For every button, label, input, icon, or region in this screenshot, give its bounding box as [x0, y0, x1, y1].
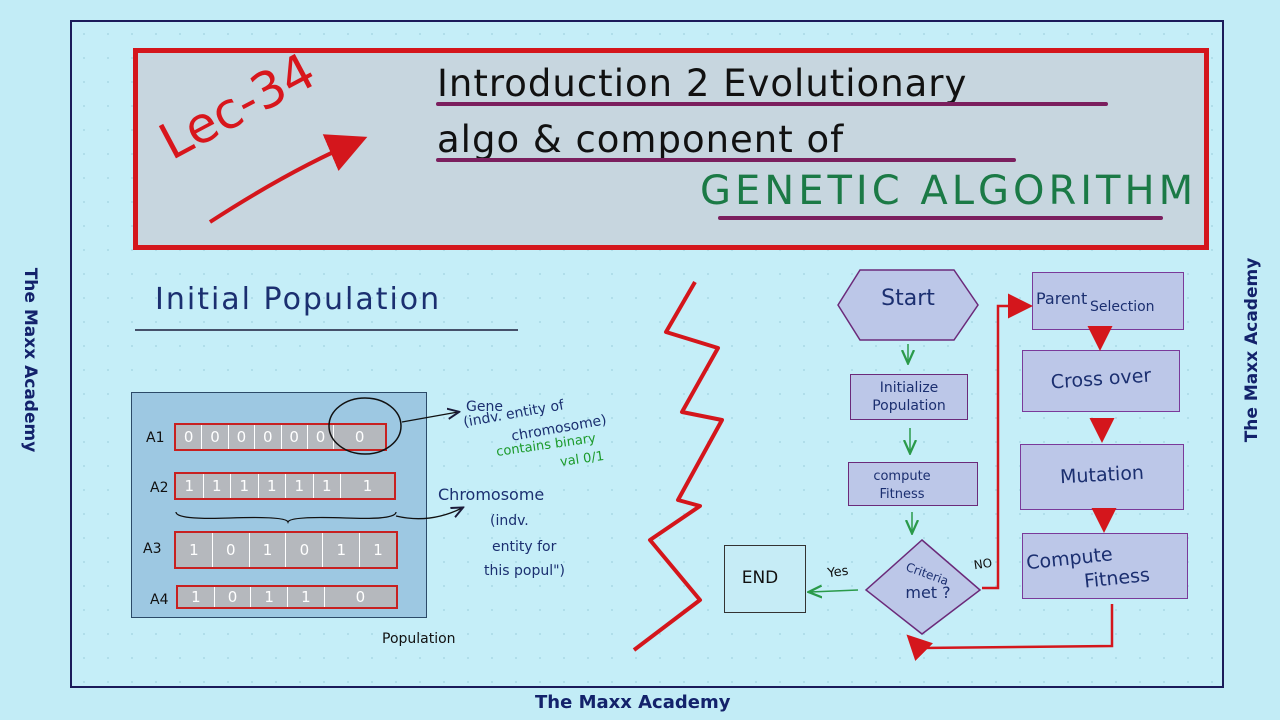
gene-cell: 1 — [359, 533, 396, 567]
start-hexagon — [837, 269, 979, 341]
title-underline-3 — [718, 216, 1163, 220]
gene-cell: 1 — [184, 477, 195, 495]
gene-arrow — [401, 412, 458, 423]
gene-cell: 0 — [323, 587, 396, 607]
arrow-compute-criteria-loop — [906, 604, 1114, 661]
compute-fitness-box — [848, 462, 978, 506]
title-underline-2 — [436, 158, 1016, 162]
title-line-3: GENETIC ALGORITHM — [700, 168, 1198, 214]
chromosome-brace — [175, 511, 397, 525]
gene-cell: 0 — [285, 533, 322, 567]
gene-cell: 1 — [257, 474, 286, 498]
gene-cell: 1 — [322, 533, 359, 567]
divider-zigzag — [632, 280, 724, 652]
gene-cell: 0 — [201, 425, 227, 449]
gene-cell: 1 — [340, 474, 394, 498]
gene-cell: 0 — [254, 425, 280, 449]
gene-cell: 0 — [333, 425, 385, 449]
chromosome-a4: 1 0 1 1 0 — [176, 585, 398, 609]
chromosome-note-line-2: entity for — [492, 539, 557, 555]
parent-label-2: Selection — [1090, 299, 1155, 315]
parent-selection-box — [1032, 272, 1184, 330]
arrow-yes-end — [810, 590, 859, 592]
title-line-1: Introduction 2 Evolutionary — [437, 62, 968, 105]
gene-cell: 0 — [183, 428, 194, 446]
lecture-arrow — [208, 134, 368, 224]
arrow-no-parent — [982, 293, 1033, 590]
gene-cell: 0 — [227, 425, 254, 449]
watermark-bottom: The Maxx Academy — [535, 692, 731, 713]
chromosome-a3: 1 0 1 0 1 1 — [174, 531, 398, 569]
gene-cell: 0 — [306, 425, 333, 449]
row-label-a2: A2 — [150, 480, 169, 496]
end-box — [724, 545, 806, 613]
gene-cell: 1 — [191, 588, 201, 606]
start-label: Start — [881, 286, 935, 311]
title-line-2: algo & component of — [437, 118, 845, 161]
gene-cell: 1 — [230, 474, 258, 498]
gene-circle — [328, 397, 402, 455]
initialize-population-box — [850, 374, 968, 420]
chromosome-arrow — [395, 508, 462, 520]
gene-cell: 0 — [211, 533, 249, 567]
gene-note-title: Gene — [466, 399, 503, 415]
initialize-label-1: Initialize — [879, 380, 939, 396]
initial-population-heading: Initial Population — [155, 282, 442, 317]
criteria-diamond — [864, 539, 982, 635]
row-label-a3: A3 — [143, 541, 162, 557]
mutation-box — [1020, 444, 1184, 510]
gene-cell: 0 — [280, 425, 307, 449]
compute-label-2: Fitness — [879, 487, 925, 502]
chromosome-note-line-3: this popul") — [484, 563, 565, 579]
chromosome-a2: 1 1 1 1 1 1 1 — [174, 472, 396, 500]
chromosome-note-title: Chromosome — [438, 485, 545, 504]
chromosome-a1: 0 0 0 0 0 0 0 — [174, 423, 387, 451]
initialize-label-2: Population — [872, 398, 946, 414]
gene-cell: 1 — [312, 474, 341, 498]
title-underline-1 — [436, 102, 1108, 106]
gene-cell: 1 — [287, 587, 324, 607]
population-label: Population — [382, 631, 456, 647]
gene-cell: 1 — [189, 541, 199, 559]
row-label-a1: A1 — [146, 430, 165, 446]
gene-cell: 1 — [248, 533, 286, 567]
compute-label-1: compute — [873, 469, 931, 484]
gene-cell: 0 — [213, 587, 251, 607]
criteria-label-2: met ? — [905, 583, 951, 602]
gene-cell: 1 — [250, 587, 287, 607]
chromosome-note-line-1: (indv. — [490, 513, 529, 529]
compute-fitness-2-box — [1022, 533, 1188, 599]
parent-label-1: Parent — [1036, 289, 1088, 308]
row-label-a4: A4 — [150, 592, 169, 608]
gene-cell: 1 — [202, 474, 231, 498]
end-label: END — [741, 568, 779, 588]
gene-cell: 1 — [285, 474, 313, 498]
